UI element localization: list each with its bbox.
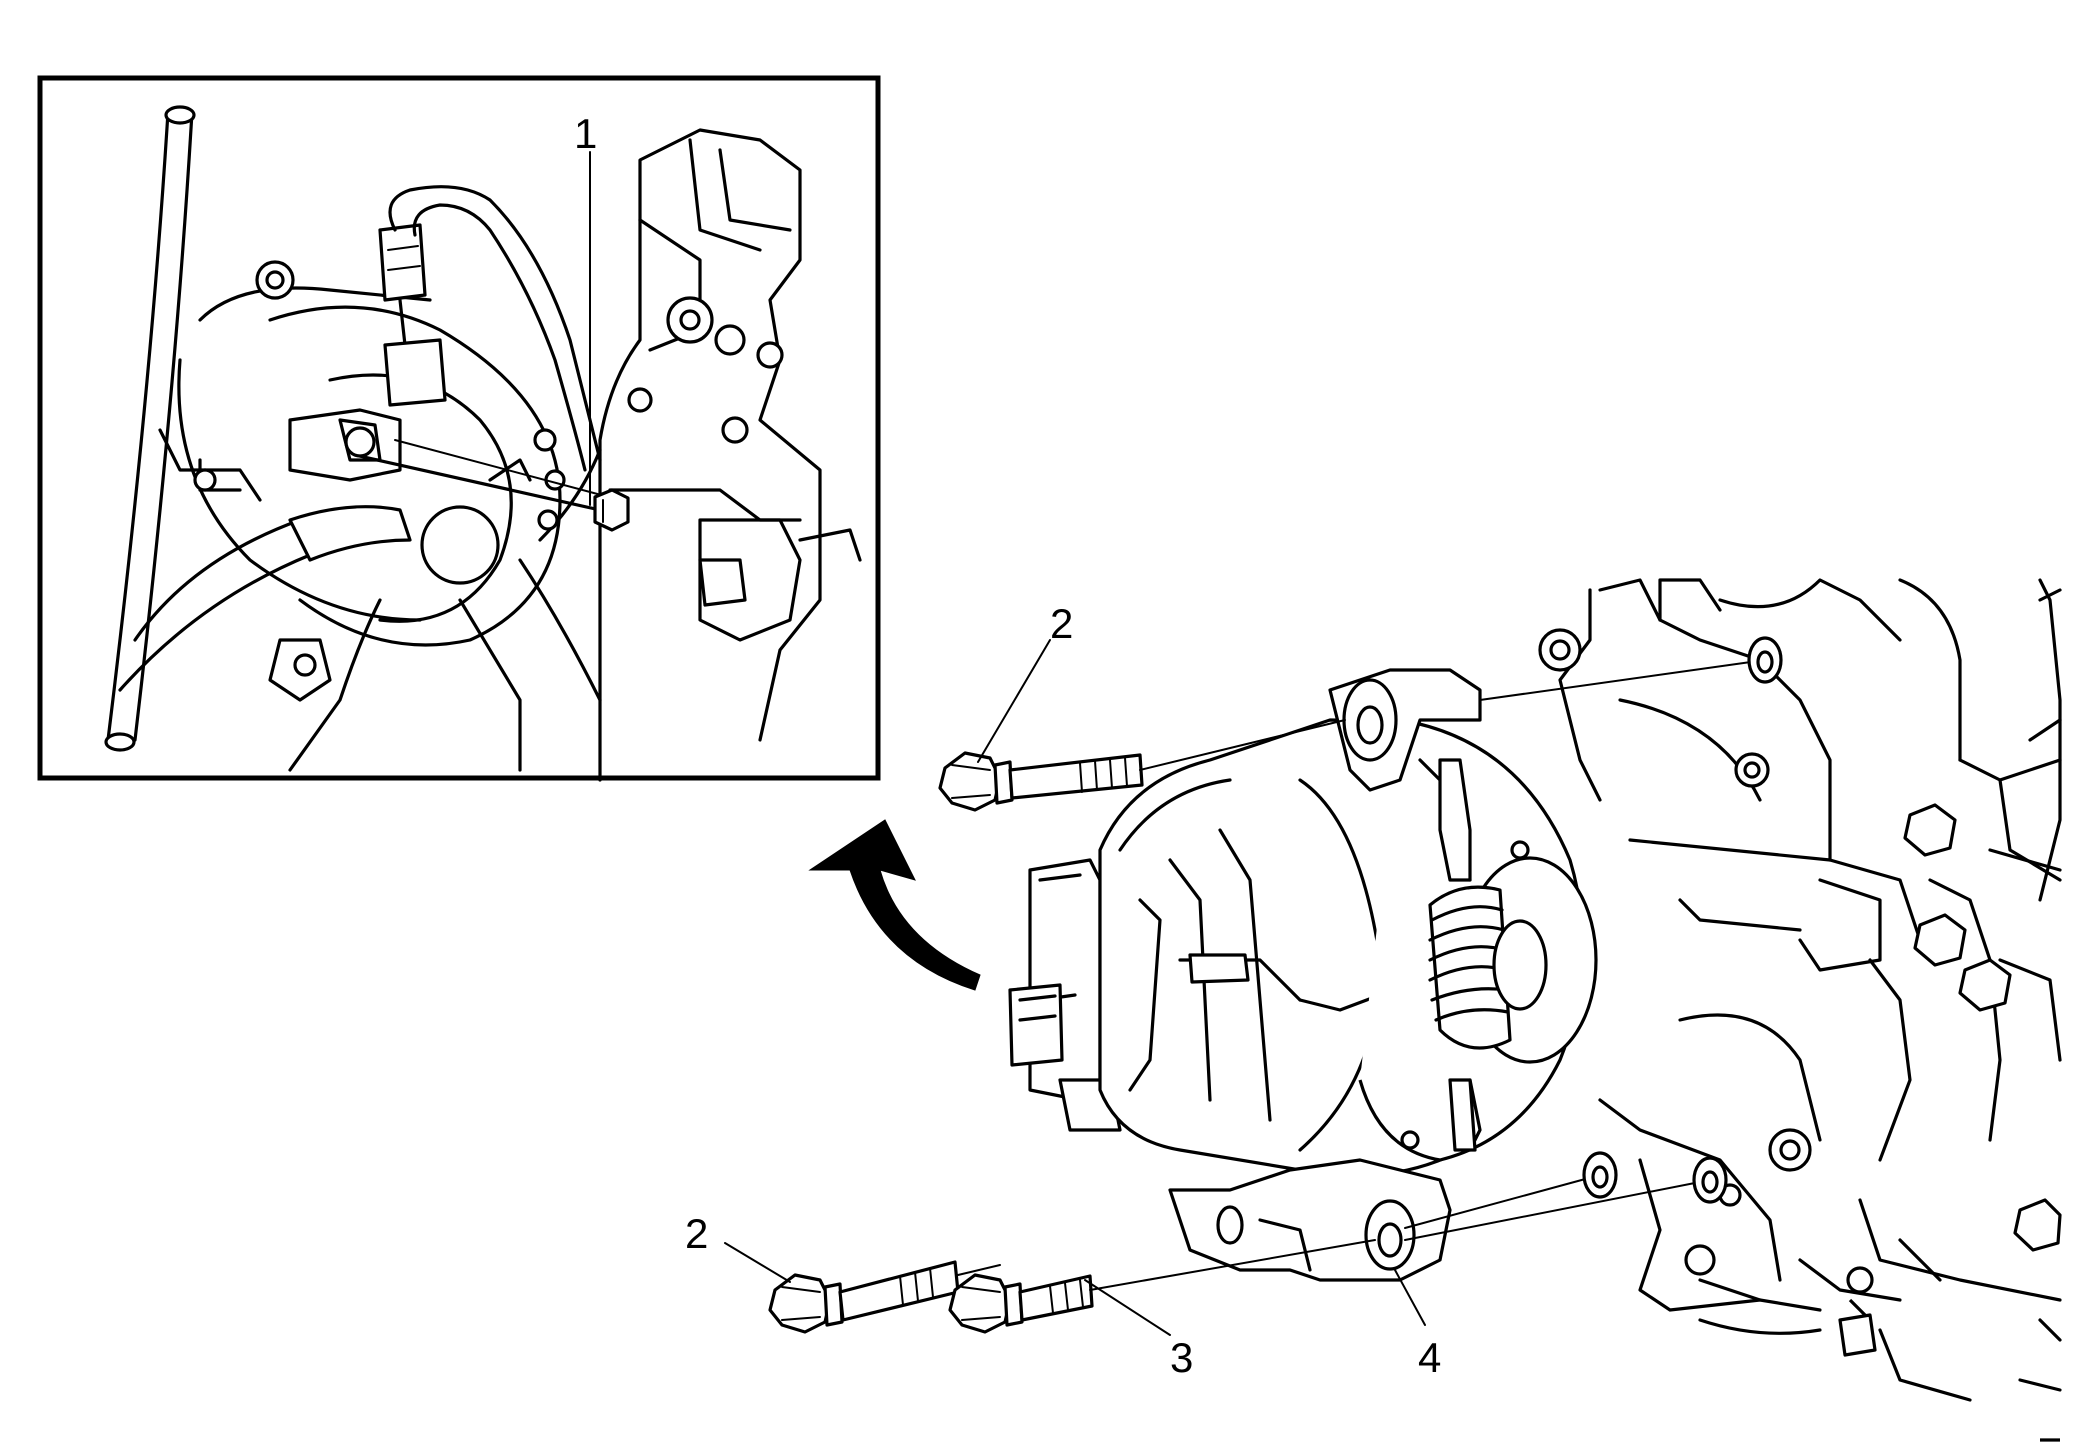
bolt-lower-right: [948, 1273, 1094, 1334]
callout-2-upper: 2: [1050, 600, 1073, 647]
detail-arrow: [808, 819, 981, 991]
bolt-upper: [938, 751, 1144, 812]
main-alternator: [1008, 668, 1598, 1282]
callout-3: 3: [1170, 1334, 1193, 1381]
callout-4: 4: [1418, 1334, 1441, 1381]
block-mounting-holes: [1582, 636, 1783, 1204]
bolt-lower-left: [768, 1260, 960, 1334]
callout-labels: 1 2 2 3 4: [574, 110, 1441, 1381]
callout-1: 1: [574, 110, 597, 157]
inset-frame: [37, 75, 881, 781]
callout-leaders: [589, 151, 1426, 1336]
inset-stud-and-terminal: [288, 408, 621, 512]
inset-nut: [593, 488, 630, 532]
main-engine-block: [1538, 578, 2062, 1442]
inset-wiring-harness: [104, 105, 602, 752]
callout-2-lower: 2: [685, 1210, 708, 1257]
alignment-lines: [957, 659, 1766, 1291]
inset-engine-block: [458, 128, 862, 782]
inset-connector: [378, 223, 447, 407]
inset-detail-view: [37, 75, 881, 782]
inset-generator-body: [158, 260, 602, 772]
